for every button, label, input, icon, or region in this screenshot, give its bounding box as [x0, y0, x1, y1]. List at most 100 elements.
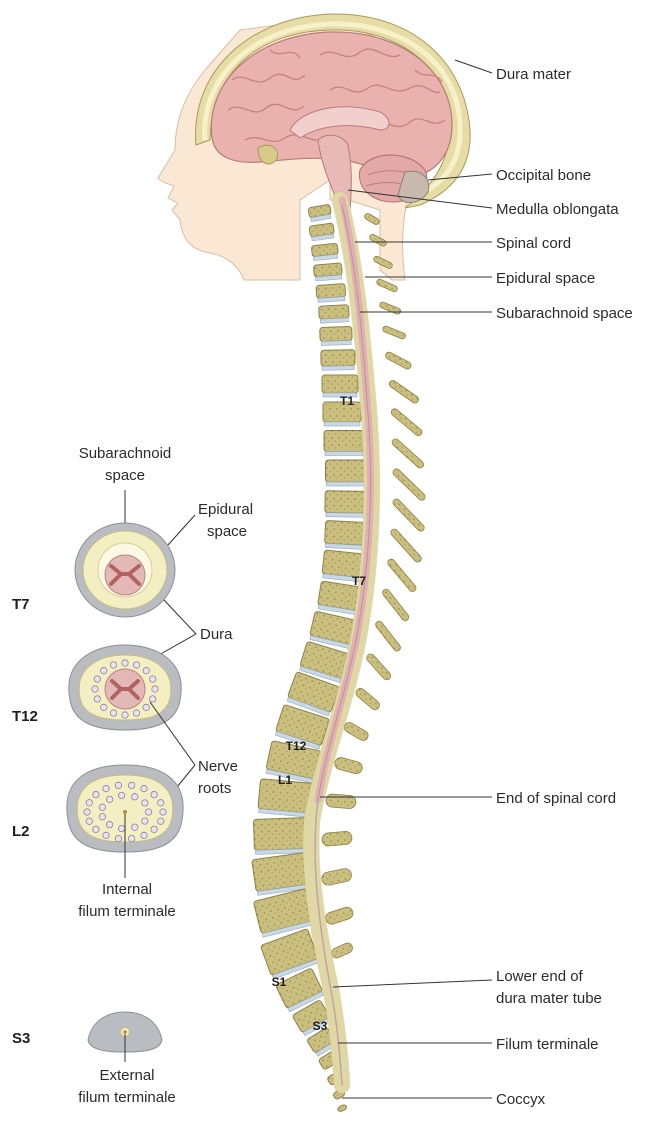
nerve-root [122, 712, 128, 718]
nerve-root [152, 686, 158, 692]
nerve-root [145, 809, 151, 815]
cs-label-subarachnoid-2: space [105, 467, 145, 484]
vertebral-body [325, 491, 367, 518]
vertebra-label-s3: S3 [313, 1019, 328, 1033]
nerve-root [143, 667, 149, 673]
cs-label-dura: Dura [200, 626, 233, 643]
nerve-root [115, 782, 121, 788]
spinous-process [343, 721, 371, 743]
vertebra-label-t1: T1 [340, 394, 354, 408]
intervertebral-disc [321, 340, 351, 345]
spinous-process [364, 212, 381, 225]
nerve-root [158, 800, 164, 806]
spinous-process [330, 941, 354, 959]
nerve-root [143, 704, 149, 710]
cs-label-internal-2: filum terminale [78, 903, 176, 920]
nerve-root [93, 826, 99, 832]
nerve-root [118, 792, 124, 798]
nerve-root [150, 696, 156, 702]
nerve-root [128, 782, 134, 788]
vertebral-body [337, 1104, 347, 1112]
nerve-root [122, 660, 128, 666]
vertebra-label-t12: T12 [286, 739, 307, 753]
spinous-process [388, 379, 420, 404]
cs-level-t7: T7 [12, 596, 30, 613]
nerve-root [94, 676, 100, 682]
label-epidural-space: Epidural space [496, 270, 595, 287]
spinous-process [392, 467, 427, 501]
cs-label-subarachnoid-1: Subarachnoid [79, 445, 172, 462]
intervertebral-disc [324, 422, 360, 426]
nerve-root [141, 785, 147, 791]
label-dura-mater: Dura mater [496, 66, 571, 83]
label-end-of-spinal-cord: End of spinal cord [496, 790, 616, 807]
spinous-process [321, 831, 352, 847]
nerve-root [150, 676, 156, 682]
cs-label-epidural-2: space [207, 523, 247, 540]
nerve-root [86, 800, 92, 806]
cs-label-external-1: External [99, 1067, 154, 1084]
cs-leader-dura-1 [164, 600, 196, 634]
label-spinal-cord: Spinal cord [496, 235, 571, 252]
spinous-process [374, 620, 402, 653]
vertebral-body [311, 243, 338, 261]
intervertebral-disc [325, 452, 363, 456]
nerve-root [160, 809, 166, 815]
label-filum-terminale: Filum terminale [496, 1036, 599, 1053]
vertebra-label-t7: T7 [352, 574, 366, 588]
leader-dura-mater [455, 60, 492, 73]
vertebral-body [326, 460, 367, 486]
nerve-root [101, 704, 107, 710]
spinous-process [381, 588, 410, 622]
nerve-root [158, 818, 164, 824]
label-medulla-oblongata: Medulla oblongata [496, 201, 619, 218]
nerve-root [106, 796, 112, 802]
cs-leader-epidural [168, 515, 195, 545]
label-lower-end-1: Lower end of [496, 968, 584, 985]
nerve-root [118, 825, 124, 831]
vertebral-body [316, 284, 346, 303]
nerve-root [92, 686, 98, 692]
cs-level-t12: T12 [12, 708, 38, 725]
spinous-process [324, 906, 354, 926]
nerve-root [141, 832, 147, 838]
label-coccyx: Coccyx [496, 1091, 546, 1108]
nerve-root [142, 818, 148, 824]
spinous-process [333, 756, 363, 775]
nerve-root [99, 804, 105, 810]
vertebra-label-l1: L1 [278, 773, 292, 787]
nerve-root [151, 826, 157, 832]
cs-level-l2: L2 [12, 823, 30, 840]
cross-sections: Subarachnoid space Epidural space T7 Dur… [12, 445, 253, 1106]
spinous-process [379, 301, 402, 315]
cs-label-nerve-2: roots [198, 780, 231, 797]
intervertebral-disc [327, 482, 366, 486]
nerve-root [115, 835, 121, 841]
cs-level-s3: S3 [12, 1030, 30, 1047]
nerve-root [84, 809, 90, 815]
vertebral-body [324, 520, 367, 549]
nerve-root [133, 710, 139, 716]
label-occipital-bone: Occipital bone [496, 167, 591, 184]
intervertebral-disc [322, 366, 354, 371]
vertebral-body [308, 204, 332, 222]
cross-section-t12 [69, 645, 181, 730]
cs-label-external-2: filum terminale [78, 1089, 176, 1106]
nerve-root [86, 818, 92, 824]
nerve-root [99, 814, 105, 820]
spinous-process [390, 407, 424, 437]
nerve-root [132, 794, 138, 800]
nerve-root [106, 821, 112, 827]
intervertebral-disc [326, 513, 366, 518]
vertebral-body [319, 305, 350, 324]
spinous-process [325, 794, 356, 810]
nerve-root [142, 800, 148, 806]
leader-lower-dura [333, 980, 492, 987]
nerve-root [94, 696, 100, 702]
nerve-root [103, 785, 109, 791]
nerve-root [110, 710, 116, 716]
vertebra-label-s1: S1 [272, 975, 287, 989]
nerve-root [110, 662, 116, 668]
vertebral-body [309, 223, 335, 241]
